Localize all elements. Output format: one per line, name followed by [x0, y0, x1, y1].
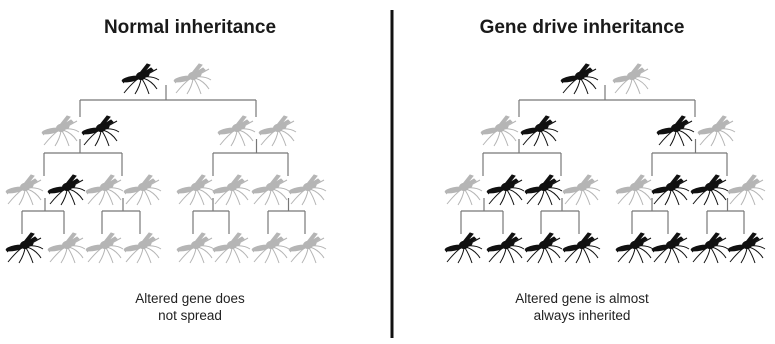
normal-mosquito-icon: [176, 174, 215, 206]
normal-mosquito-icon: [251, 174, 290, 206]
altered-mosquito-icon: [690, 232, 729, 264]
altered-mosquito-icon: [47, 174, 86, 206]
altered-mosquito-icon: [121, 63, 160, 95]
pedigree-connectors: [21, 85, 745, 234]
caption-gene-drive: Altered gene is almost always inherited: [392, 290, 772, 324]
normal-mosquito-icon: [251, 232, 290, 264]
normal-mosquito-icon: [288, 174, 327, 206]
altered-mosquito-icon: [81, 115, 120, 147]
normal-mosquito-icon: [85, 232, 124, 264]
normal-mosquito-icon: [176, 232, 215, 264]
normal-mosquito-icon: [212, 232, 251, 264]
caption-line: Altered gene is almost: [515, 291, 649, 306]
normal-mosquito-icon: [727, 174, 766, 206]
altered-mosquito-icon: [651, 232, 690, 264]
altered-mosquito-icon: [656, 115, 695, 147]
normal-mosquito-icon: [444, 174, 483, 206]
normal-mosquito-icon: [288, 232, 327, 264]
normal-mosquito-icon: [212, 174, 251, 206]
altered-mosquito-icon: [524, 174, 563, 206]
normal-mosquito-icon: [5, 174, 44, 206]
altered-mosquito-icon: [444, 232, 483, 264]
caption-line: Altered gene does: [135, 291, 245, 306]
caption-line: always inherited: [533, 308, 631, 323]
altered-mosquito-icon: [5, 232, 44, 264]
normal-mosquito-icon: [41, 115, 80, 147]
normal-mosquito-icon: [85, 174, 124, 206]
altered-mosquito-icon: [486, 232, 525, 264]
normal-mosquito-icon: [123, 174, 162, 206]
altered-mosquito-icon: [560, 63, 599, 95]
altered-mosquito-icon: [690, 174, 729, 206]
altered-mosquito-icon: [727, 232, 766, 264]
normal-mosquito-icon: [562, 174, 601, 206]
altered-mosquito-icon: [651, 174, 690, 206]
normal-mosquito-icon: [123, 232, 162, 264]
altered-mosquito-icon: [520, 115, 559, 147]
normal-mosquito-icon: [612, 63, 651, 95]
caption-line: not spread: [158, 308, 222, 323]
normal-mosquito-icon: [697, 115, 736, 147]
panel-title-normal: Normal inheritance: [103, 17, 277, 38]
normal-mosquito-icon: [480, 115, 519, 147]
normal-mosquito-icon: [615, 174, 654, 206]
caption-normal: Altered gene does not spread: [0, 290, 380, 324]
normal-mosquito-icon: [173, 63, 212, 95]
altered-mosquito-icon: [486, 174, 525, 206]
normal-mosquito-icon: [47, 232, 86, 264]
altered-mosquito-icon: [562, 232, 601, 264]
altered-mosquito-icon: [615, 232, 654, 264]
normal-mosquito-icon: [258, 115, 297, 147]
altered-mosquito-icon: [524, 232, 563, 264]
mosquito-population: [5, 63, 766, 264]
normal-mosquito-icon: [217, 115, 256, 147]
panel-title-gene-drive: Gene drive inheritance: [479, 17, 685, 38]
